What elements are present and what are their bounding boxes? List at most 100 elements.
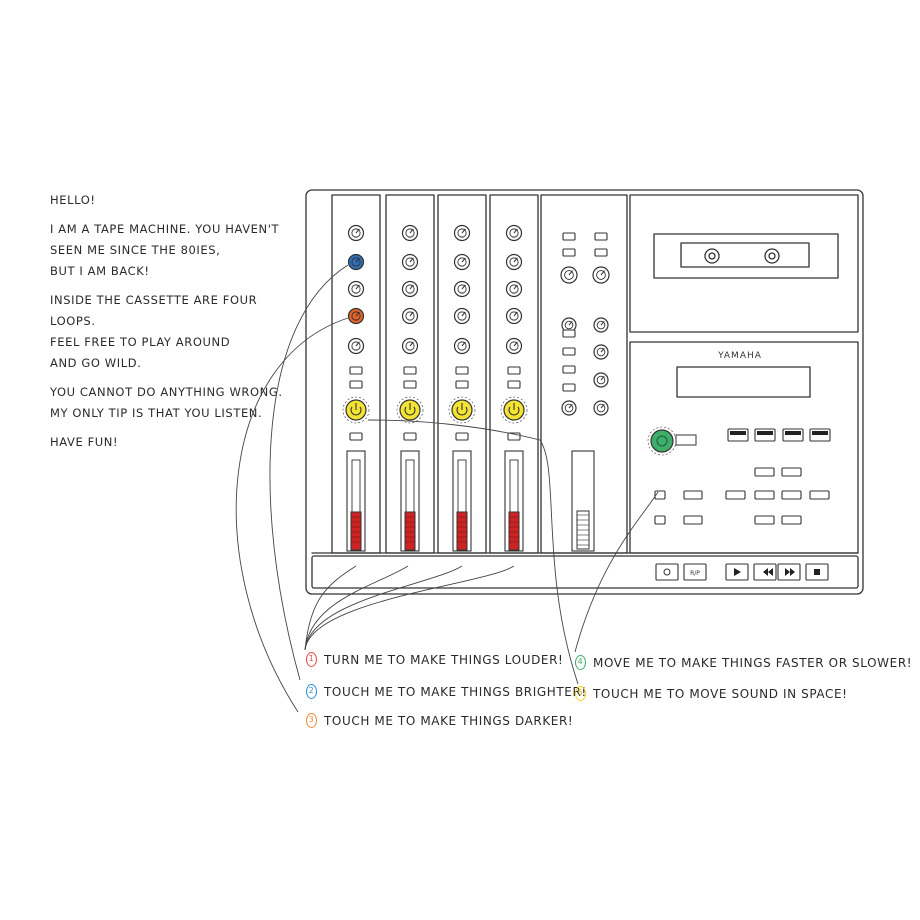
master-button-top-0a[interactable] — [562, 232, 576, 241]
transport-record-button[interactable] — [655, 563, 679, 581]
stop-icon — [814, 569, 820, 575]
cassette-reel-right-hub — [768, 252, 776, 260]
panel-button-7[interactable] — [754, 515, 775, 525]
master-button-left-3[interactable] — [562, 365, 576, 374]
channel-2-button-a[interactable] — [403, 366, 417, 375]
channel-1-knob-3-pointer — [355, 284, 360, 290]
legend-badge-5: 5 — [575, 686, 586, 701]
master-button-top-0b[interactable] — [562, 248, 576, 257]
channel-4-button-a[interactable] — [507, 366, 521, 375]
legend-item-5: 5 Touch me to move sound in space! — [575, 686, 848, 701]
channel-1-knob-5-inner — [351, 341, 361, 351]
volume-fader-icon[interactable] — [350, 511, 362, 551]
function-button-cap — [757, 431, 773, 435]
pan-knob-ring-4 — [500, 396, 528, 424]
channel-3-knob-1-pointer — [461, 228, 466, 234]
intro-line: but I am back! — [50, 264, 150, 278]
channel-4-knob-1-pointer — [513, 228, 518, 234]
master-knob-mid-1-inner — [596, 320, 606, 330]
intro-line: My only tip is that you listen. — [50, 406, 263, 420]
pan-knob-glyph-3 — [456, 406, 468, 416]
channel-1-button-a[interactable] — [349, 366, 363, 375]
panel-button-6[interactable] — [809, 490, 830, 500]
legend-text-1: Turn me to make things louder! — [324, 652, 564, 667]
brighter-knob-icon-inner — [351, 257, 361, 267]
panel-button-4[interactable] — [754, 490, 775, 500]
channel-2-button-b[interactable] — [403, 380, 417, 389]
channel-2-knob-3-pointer — [409, 284, 414, 290]
channel-3-button-c[interactable] — [455, 432, 469, 441]
master-knob-4-pointer — [568, 403, 573, 409]
intro-line: Have fun! — [50, 435, 119, 449]
master-button-top-1b[interactable] — [594, 248, 608, 257]
record-icon — [663, 568, 671, 576]
channel-2-knob-2-pointer — [409, 257, 414, 263]
device-body — [305, 189, 864, 595]
channel-4-knob-3-inner — [509, 284, 519, 294]
panel-small-button-2[interactable] — [683, 490, 703, 500]
arrow-pan — [367, 419, 579, 685]
rewind-icon — [763, 568, 773, 576]
channel-2-knob-2-inner — [405, 257, 415, 267]
legend-item-4: 4 Move me to make things faster or slowe… — [575, 655, 912, 670]
panel-button-3[interactable] — [725, 490, 746, 500]
master-button-left-1[interactable] — [562, 329, 576, 338]
channel-4-button-b[interactable] — [507, 380, 521, 389]
pan-knob-glyph-1 — [350, 406, 362, 416]
play-icon — [734, 568, 741, 576]
intro-line: Inside the cassette are four loops. — [50, 293, 258, 328]
master-knob-2-pointer — [600, 347, 605, 353]
channel-2-button-c[interactable] — [403, 432, 417, 441]
channel-1-knob-3-inner — [351, 284, 361, 294]
panel-button-1[interactable] — [754, 467, 775, 477]
channel-1-button-b[interactable] — [349, 380, 363, 389]
master-knob-mid-0-inner — [564, 320, 574, 330]
arrow-darker — [235, 317, 349, 713]
legend-item-3: 3 Touch me to make things darker! — [306, 713, 573, 728]
channel-3-button-b[interactable] — [455, 380, 469, 389]
volume-fader-icon[interactable] — [456, 511, 468, 551]
function-button-cap — [730, 431, 746, 435]
legend-badge-1: 1 — [306, 652, 317, 667]
channel-3-knob-2-pointer — [461, 257, 466, 263]
channel-4-knob-2-inner — [509, 257, 519, 267]
darker-knob-icon-pointer — [355, 311, 360, 317]
legend-item-2: 2 Touch me to make things brighter! — [306, 684, 587, 699]
legend-item-1: 1 Turn me to make things louder! — [306, 652, 563, 667]
master-button-left-2[interactable] — [562, 347, 576, 356]
intro-line: Feel free to play around — [50, 335, 231, 349]
channel-2-knob-4-inner — [405, 311, 415, 321]
panel-button-8[interactable] — [781, 515, 802, 525]
rp-label: R/P — [690, 570, 700, 577]
function-button-cap — [812, 431, 828, 435]
arrow-louder-3 — [304, 565, 463, 651]
master-knob-mid-0-pointer — [568, 320, 573, 326]
volume-fader-icon[interactable] — [404, 511, 416, 551]
panel-small-button-3[interactable] — [654, 515, 666, 525]
channel-4-knob-2-pointer — [513, 257, 518, 263]
panel-button-2[interactable] — [781, 467, 802, 477]
pan-knob-ring-3 — [448, 396, 476, 424]
transport-rp-label-button[interactable] — [683, 563, 707, 581]
master-button-top-1a[interactable] — [594, 232, 608, 241]
arrow-brighter — [269, 264, 349, 681]
bottom-strip — [311, 555, 859, 589]
pan-knob-glyph-4 — [508, 406, 520, 416]
channel-2-knob-4-pointer — [409, 311, 414, 317]
master-knob-top-1-inner — [596, 270, 606, 280]
master-button-left-4[interactable] — [562, 383, 576, 392]
intro-line: You cannot do anything wrong. — [50, 385, 283, 399]
master-knob-mid-1-pointer — [600, 320, 605, 326]
channel-3-knob-5-pointer — [461, 341, 466, 347]
volume-fader-icon[interactable] — [508, 511, 520, 551]
master-knob-top-0-inner — [564, 270, 574, 280]
panel-small-button-4[interactable] — [683, 515, 703, 525]
channel-3-button-a[interactable] — [455, 366, 469, 375]
channel-strip-1 — [331, 194, 381, 554]
pitch-knob-icon[interactable] — [650, 429, 674, 453]
intro-line: I am a tape machine. You haven't — [50, 222, 280, 236]
channel-1-button-c[interactable] — [349, 432, 363, 441]
darker-knob-icon-inner — [351, 311, 361, 321]
panel-button-5[interactable] — [781, 490, 802, 500]
channel-strip-2 — [385, 194, 435, 554]
